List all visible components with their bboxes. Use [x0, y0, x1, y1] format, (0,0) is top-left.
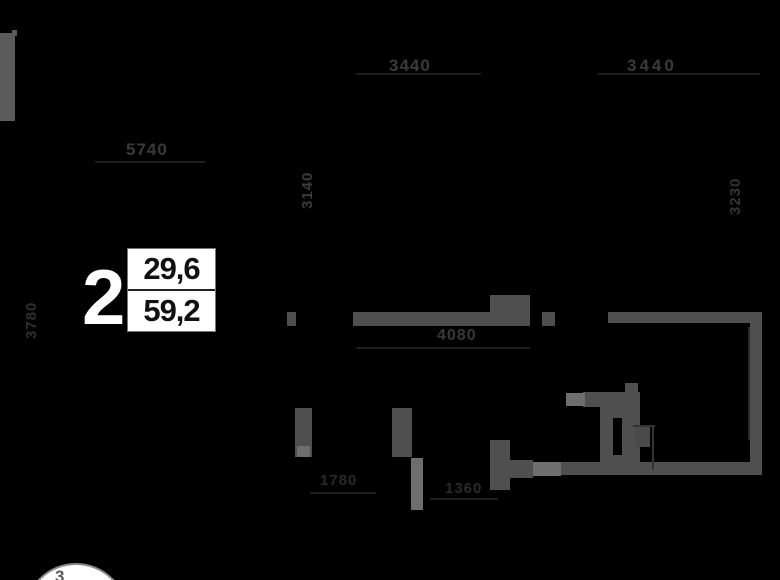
wall-segment — [0, 33, 15, 121]
dim-label-hall-width: 4080 — [437, 327, 477, 344]
door-leaf — [411, 458, 423, 510]
door-frame-line — [633, 425, 655, 427]
wall-segment — [490, 440, 510, 490]
wall-segment — [750, 312, 762, 475]
door-block — [635, 427, 650, 447]
door-leaf — [566, 393, 585, 406]
door-frame-line — [652, 427, 654, 470]
shaft-slot — [613, 418, 622, 455]
dim-label-right-height: 3230 — [727, 177, 744, 215]
living-area-value: 29,6 — [128, 249, 215, 291]
dim-label-left-height: 3780 — [23, 301, 40, 339]
dimension-line — [356, 73, 481, 75]
floor-badge[interactable]: 3 — [24, 563, 128, 580]
dim-label-top-left: 5740 — [126, 140, 168, 159]
wall-segment — [490, 295, 530, 313]
dim-label-opening-left: 1780 — [320, 472, 358, 489]
rooms-count: 2 — [82, 253, 126, 341]
unit-area-card: 29,6 59,2 — [127, 248, 216, 332]
wall-segment — [12, 30, 17, 36]
wall-edge-line — [748, 327, 750, 440]
dim-label-kitchen-width: 3440 — [389, 56, 431, 75]
wall-segment — [353, 312, 530, 326]
dim-label-kitchen-height: 3140 — [299, 171, 316, 209]
wall-segment — [560, 462, 762, 475]
floor-number: 3 — [55, 567, 65, 580]
dim-label-top-right: 3440 — [627, 56, 677, 75]
dimension-line — [95, 161, 205, 163]
dimension-line — [430, 498, 498, 500]
wall-segment — [287, 312, 296, 326]
dimension-line — [356, 347, 530, 349]
wall-segment — [542, 312, 555, 326]
dimension-line — [598, 73, 760, 75]
wall-segment — [583, 392, 640, 407]
wall-segment — [608, 312, 760, 323]
dimension-line — [310, 492, 376, 494]
wall-segment — [295, 408, 312, 457]
door-leaf — [533, 462, 561, 476]
wall-segment — [392, 408, 412, 457]
door-leaf — [297, 446, 310, 457]
total-area-value: 59,2 — [143, 293, 200, 328]
wall-segment — [510, 460, 533, 478]
dim-label-opening-right: 1360 — [445, 480, 483, 497]
